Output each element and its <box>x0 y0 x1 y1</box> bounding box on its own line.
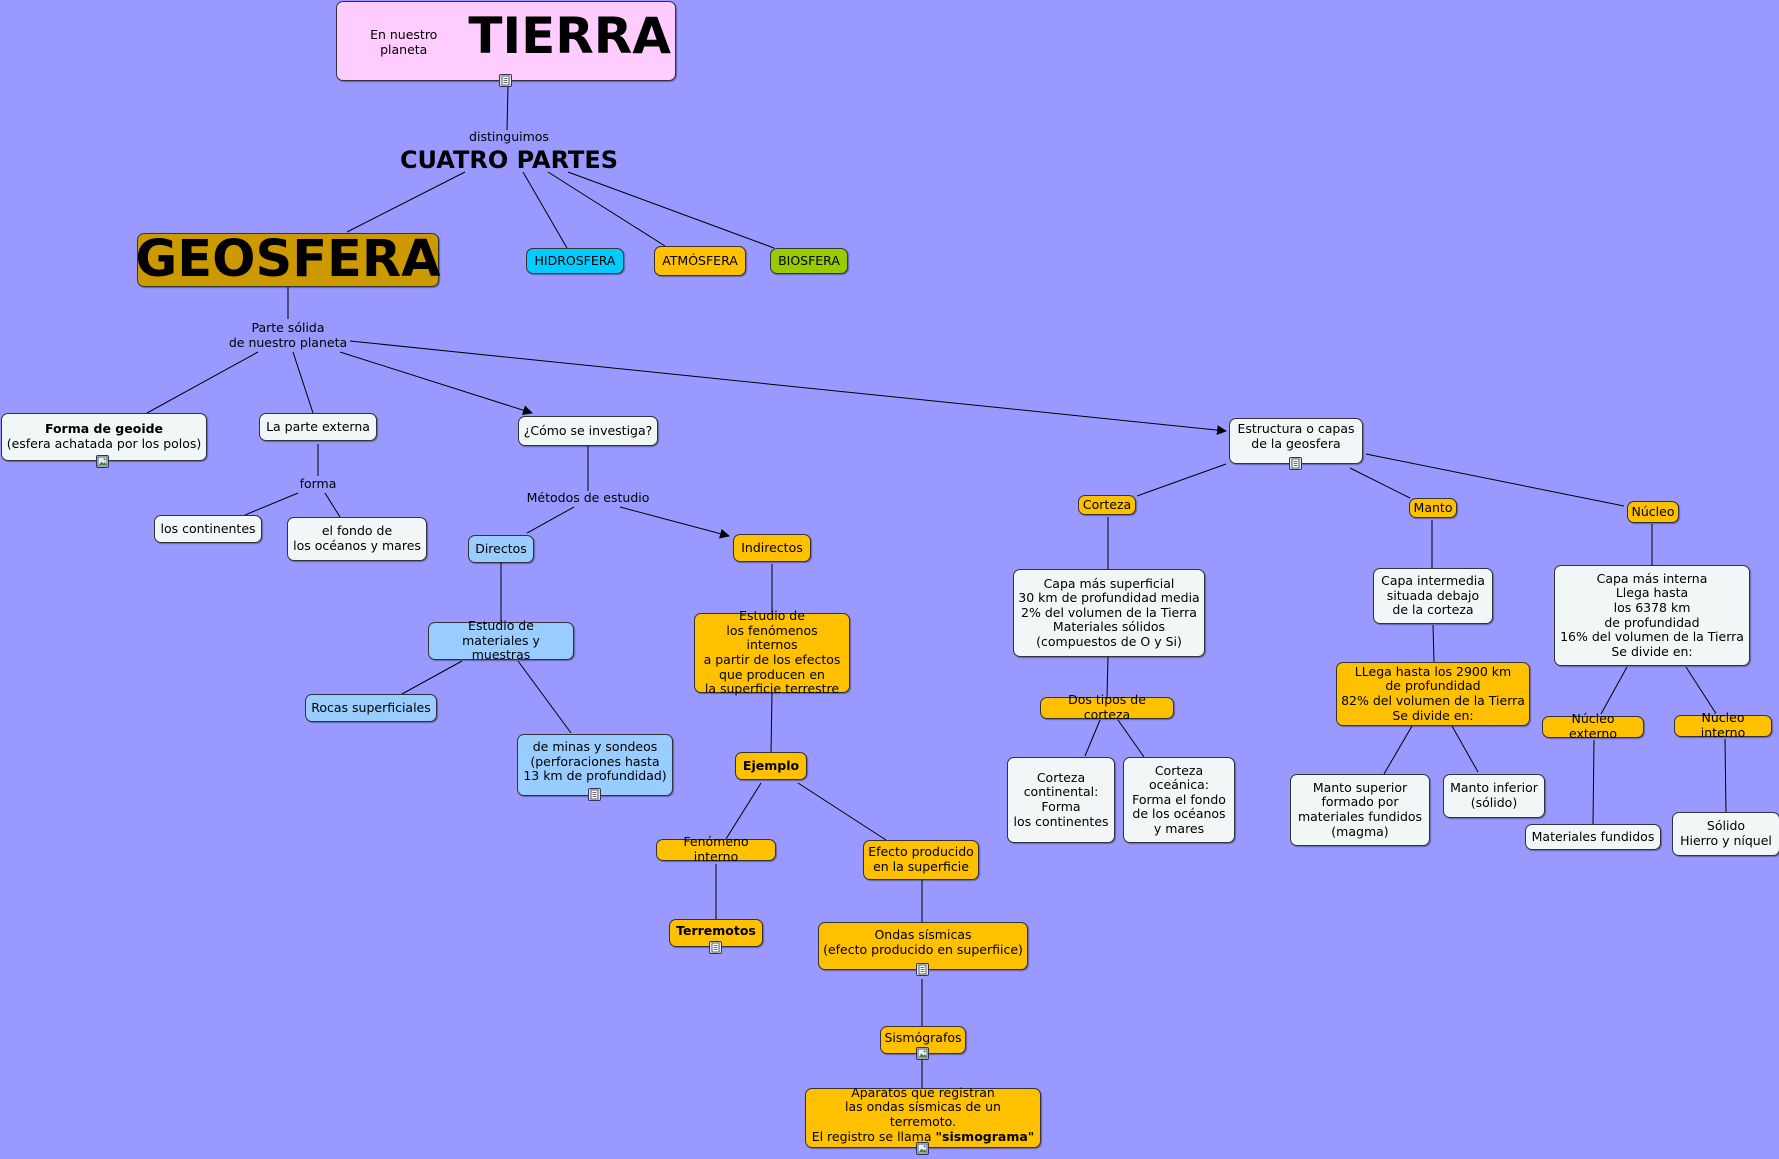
title-main: TIERRA <box>468 7 671 65</box>
aparatos-registran-node[interactable]: Aparatos que registran las ondas sísmica… <box>805 1084 1041 1148</box>
biosfera-node[interactable]: BIOSFERA <box>770 248 848 274</box>
atmosfera-node[interactable]: ATMÓSFERA <box>654 246 746 276</box>
hidrosfera-node[interactable]: HIDROSFERA <box>526 248 624 274</box>
corteza-oceanica-node[interactable]: Corteza oceánica: Forma el fondo de los … <box>1123 757 1235 843</box>
nucleo-externo-node[interactable]: Núcleo externo <box>1542 712 1644 741</box>
minas-sondeos-node[interactable]: de minas y sondeos (perforaciones hasta … <box>517 734 673 796</box>
aparatos-text: Aparatos que registran las ondas sísmica… <box>811 1084 1035 1144</box>
corteza-continental-node[interactable]: Corteza continental: Forma los continent… <box>1007 757 1115 843</box>
link-parte-solida: Parte sólida de nuestro planeta <box>228 320 348 350</box>
estudio-fenomenos-node[interactable]: Estudio de los fenómenos internos a part… <box>694 608 850 696</box>
como-se-investiga-node[interactable]: ¿Cómo se investiga? <box>518 416 658 446</box>
document-icon[interactable] <box>916 963 929 976</box>
geoide-node[interactable]: Forma de geoide (esfera achatada por los… <box>1 413 207 461</box>
rocas-superficiales-node[interactable]: Rocas superficiales <box>305 694 437 722</box>
link-metodos: Métodos de estudio <box>526 489 650 505</box>
document-icon[interactable] <box>709 941 722 954</box>
directos-node[interactable]: Directos <box>468 535 534 563</box>
dos-tipos-corteza-node[interactable]: Dos tipos de corteza <box>1040 693 1174 722</box>
fondo-oceanos-node[interactable]: el fondo de los océanos y mares <box>287 517 427 561</box>
ejemplo-node[interactable]: Ejemplo <box>735 752 807 780</box>
geosfera-node[interactable]: GEOSFERA <box>135 230 441 289</box>
cuatro-partes-label[interactable]: CUATRO PARTES <box>399 146 619 174</box>
materiales-fundidos-node[interactable]: Materiales fundidos <box>1525 824 1661 850</box>
continentes-node[interactable]: los continentes <box>154 515 262 543</box>
document-icon[interactable] <box>1289 457 1302 470</box>
manto-superior-node[interactable]: Manto superior formado por materiales fu… <box>1290 774 1430 846</box>
indirectos-node[interactable]: Indirectos <box>733 534 811 562</box>
nucleo-node[interactable]: Núcleo <box>1627 501 1679 523</box>
geoide-bold: Forma de geoide <box>44 421 164 437</box>
nucleo-desc-node[interactable]: Capa más interna Llega hasta los 6378 km… <box>1554 565 1750 666</box>
link-distinguimos: distinguimos <box>469 128 549 144</box>
corteza-desc-node[interactable]: Capa más superficial 30 km de profundida… <box>1013 569 1205 657</box>
link-forma: forma <box>299 475 337 491</box>
fenomeno-interno-node[interactable]: Fenómeno interno <box>656 835 776 864</box>
image-icon[interactable] <box>96 455 109 468</box>
title-prefix: En nuestro planeta <box>370 27 438 57</box>
manto-llega-node[interactable]: LLega hasta los 2900 km de profundidad 8… <box>1336 662 1530 726</box>
tierra-title-box[interactable]: En nuestro planeta TIERRA <box>336 1 676 81</box>
geoide-rest: (esfera achatada por los polos) <box>6 436 202 451</box>
sismograma-bold: "sismograma" <box>935 1128 1035 1144</box>
image-icon[interactable] <box>916 1047 929 1060</box>
manto-inferior-node[interactable]: Manto inferior (sólido) <box>1443 774 1545 818</box>
image-icon[interactable] <box>916 1142 929 1155</box>
corteza-node[interactable]: Corteza <box>1078 495 1136 515</box>
parte-externa-node[interactable]: La parte externa <box>259 413 377 441</box>
nucleo-interno-node[interactable]: Núcleo interno <box>1674 711 1772 740</box>
document-icon[interactable] <box>499 74 512 87</box>
manto-desc-node[interactable]: Capa intermedia situada debajo de la cor… <box>1373 568 1493 624</box>
efecto-producido-node[interactable]: Efecto producido en la superficie <box>863 840 979 880</box>
sismografos-node[interactable]: Sismógrafos <box>880 1026 966 1054</box>
estructura-capas-node[interactable]: Estructura o capas de la geosfera <box>1229 418 1363 464</box>
solido-node[interactable]: Sólido Hierro y níquel <box>1672 812 1779 856</box>
manto-node[interactable]: Manto <box>1409 498 1457 518</box>
document-icon[interactable] <box>588 788 601 801</box>
estudio-materiales-node[interactable]: Estudio de materiales y muestras <box>428 618 574 662</box>
